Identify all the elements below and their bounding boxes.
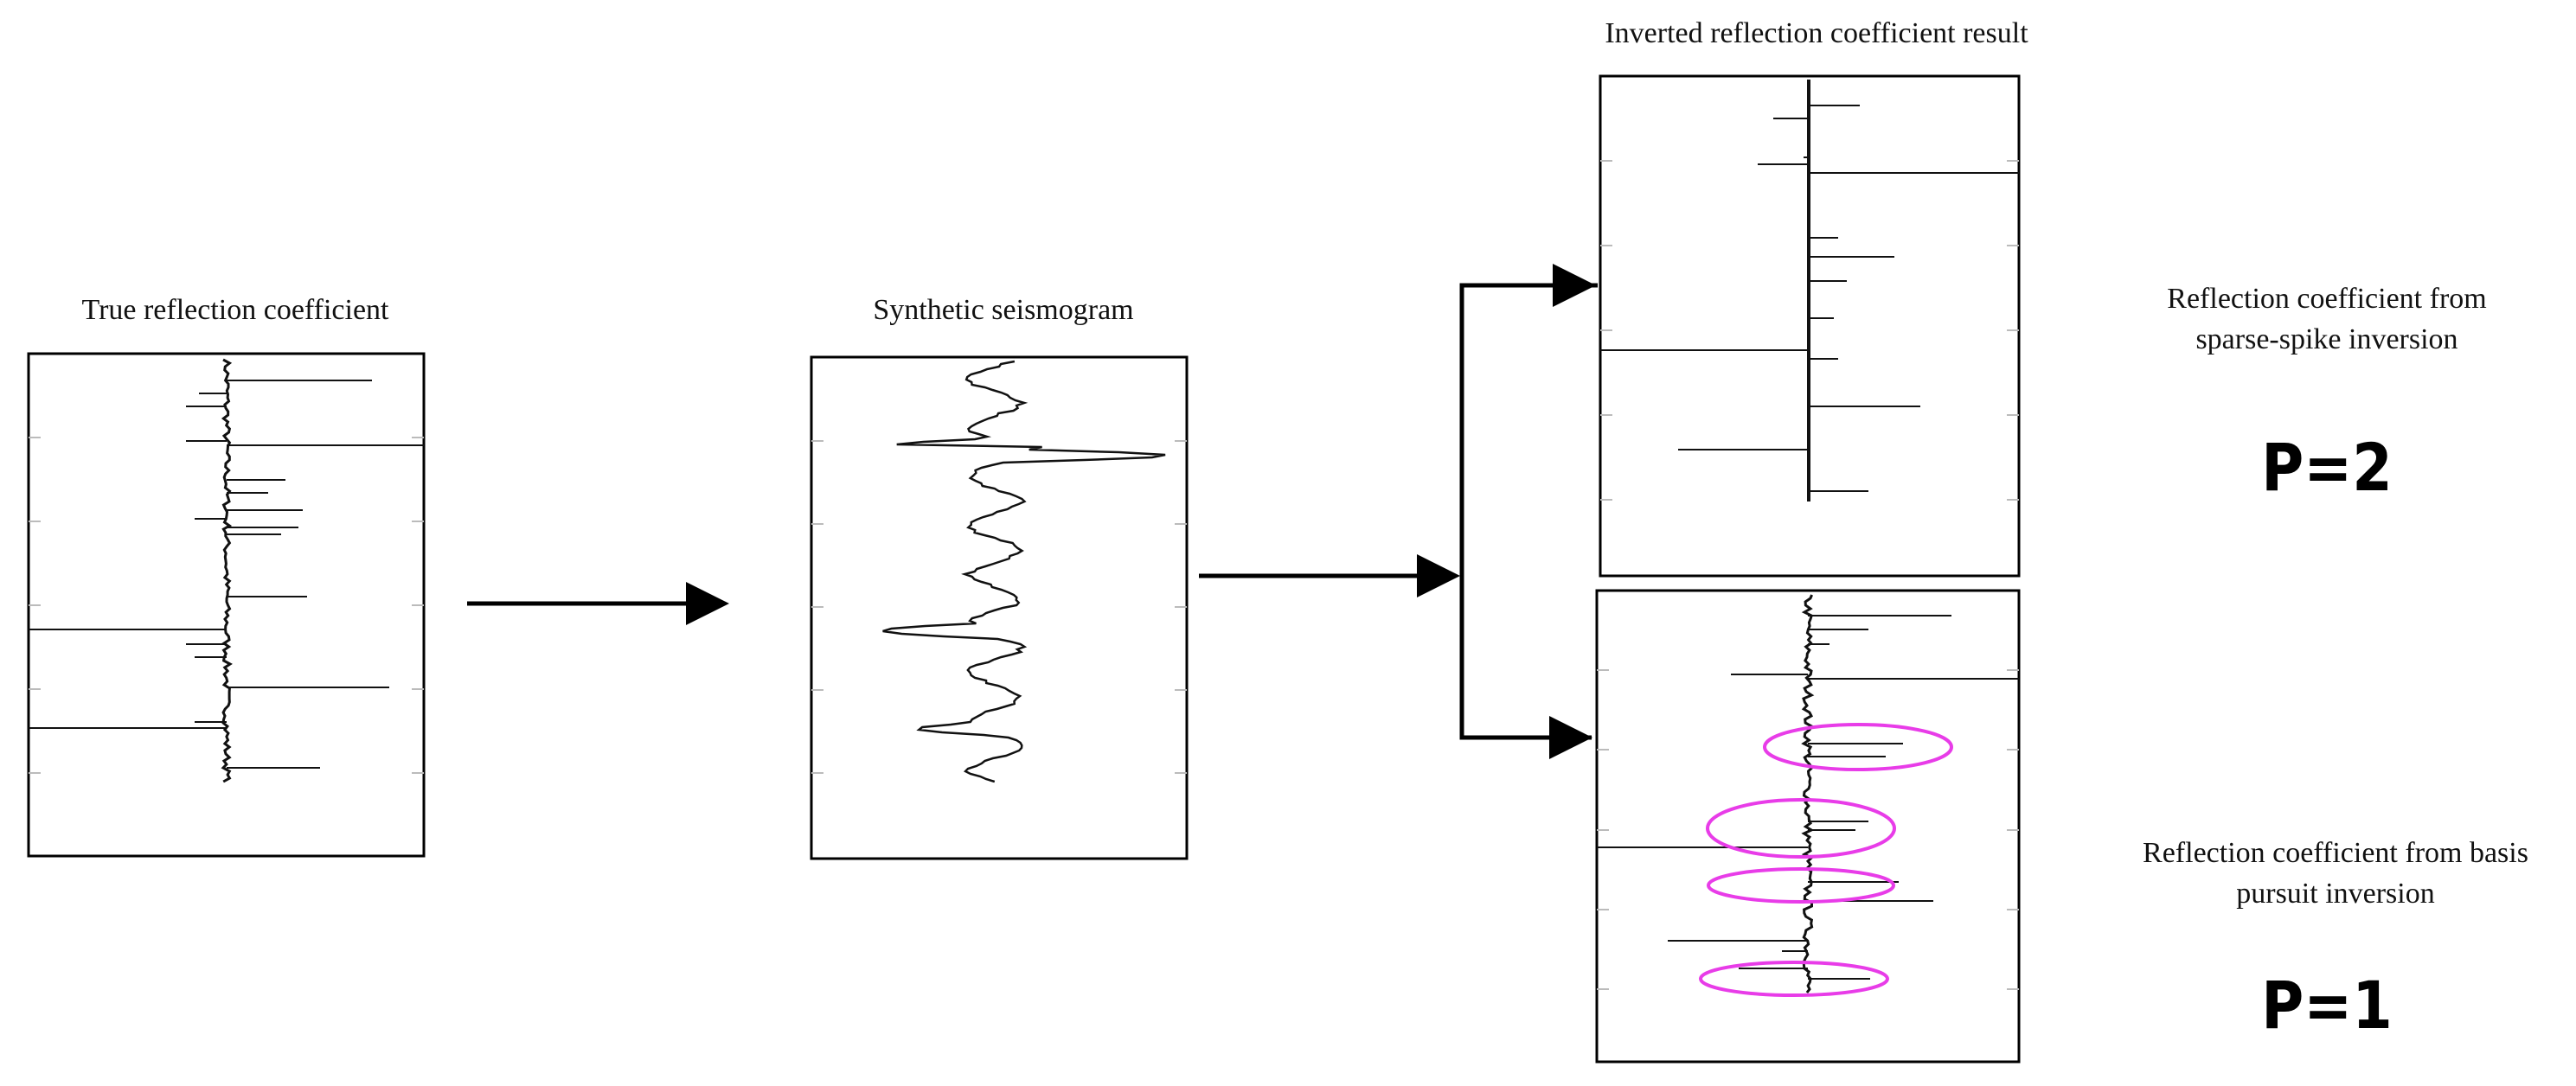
sparse-spike-panel: [1599, 74, 2021, 578]
basis-pursuit-trace: [1597, 594, 2019, 993]
trace-baseline: [221, 358, 233, 783]
panel-tick-marks: [29, 160, 2019, 990]
branch-connector: [1459, 283, 1598, 740]
basis-pursuit-label-line1: Reflection coefficient from basis: [2143, 837, 2528, 869]
highlight-ellipse: [1706, 798, 1896, 859]
sparse-spike-label-line1: Reflection coefficient from: [2167, 283, 2487, 315]
seismic-waveform: [882, 360, 1166, 783]
sparse-spike-trace: [1600, 80, 2019, 501]
basis-pursuit-p-value: P=1: [2261, 967, 2393, 1044]
sparse-spike-p-value: P=2: [2261, 429, 2393, 506]
basis-pursuit-panel: [1595, 589, 2021, 1064]
synthetic-trace: [882, 360, 1166, 783]
basis-pursuit-label-line2: pursuit inversion: [2236, 878, 2435, 910]
highlight-ellipse: [1707, 867, 1895, 904]
true-rc-trace: [29, 358, 424, 783]
trace-baseline: [1801, 594, 1815, 993]
sparse-spike-label-line2: sparse-spike inversion: [2195, 323, 2458, 355]
inverted-title: Inverted reflection coefficient result: [1605, 17, 2028, 49]
true-rc-title: True reflection coefficient: [81, 294, 389, 326]
synthetic-title: Synthetic seismogram: [873, 294, 1134, 326]
highlight-ellipse: [1763, 723, 1953, 771]
highlight-ellipse: [1699, 961, 1889, 997]
